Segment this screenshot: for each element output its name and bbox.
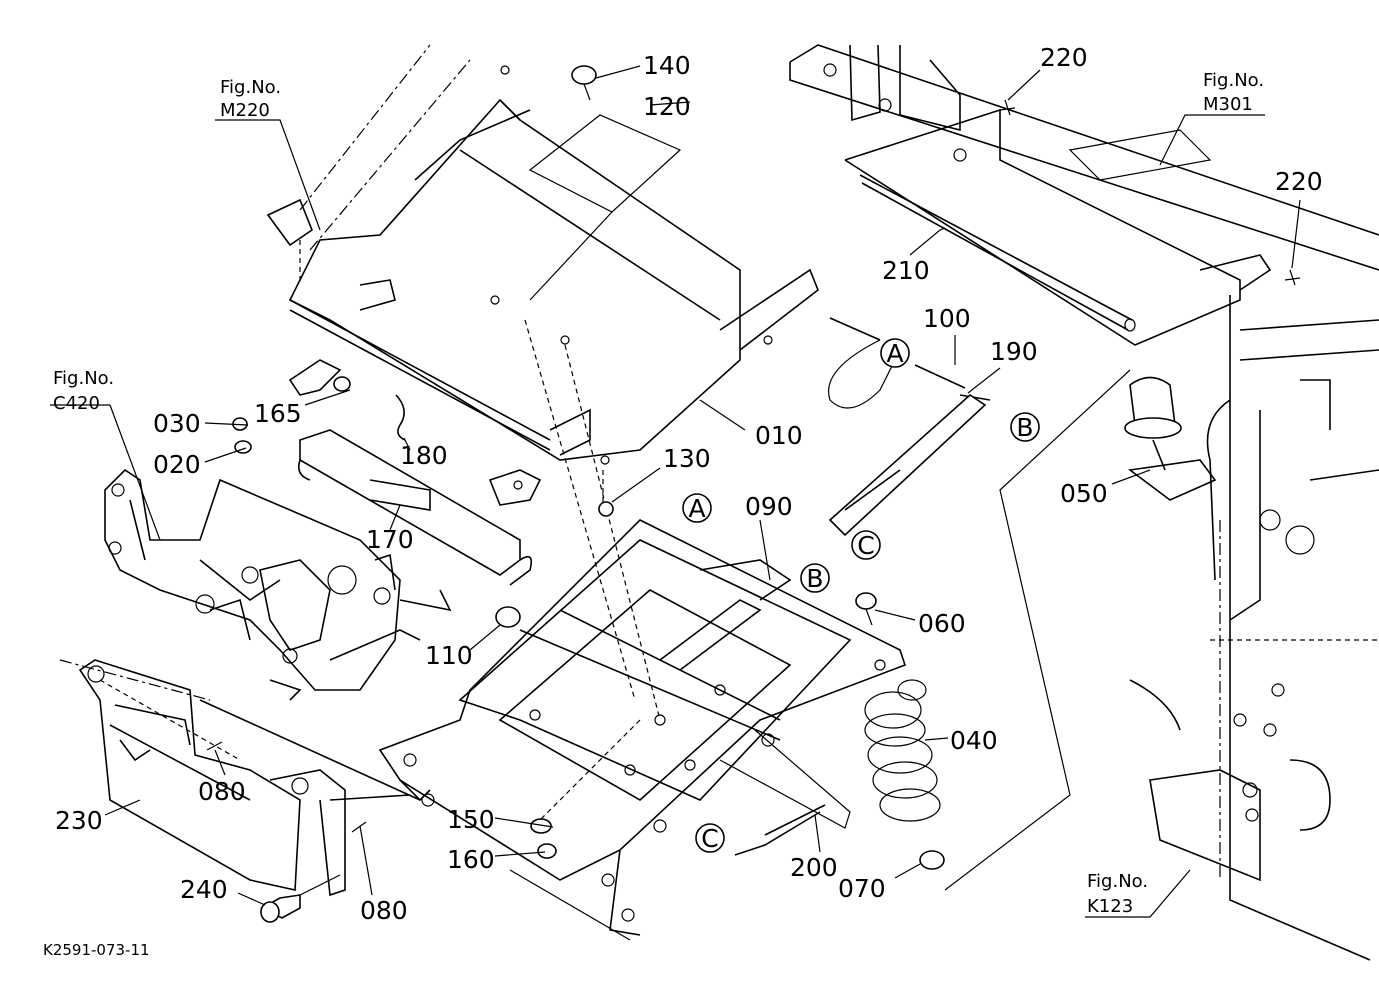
bolt-240 bbox=[260, 894, 301, 923]
connector-label: B bbox=[806, 564, 823, 593]
part-label-150: 150 bbox=[447, 805, 495, 834]
part-label-020: 020 bbox=[153, 450, 201, 479]
drawing-code: K2591-073-11 bbox=[43, 941, 150, 959]
part-label-090: 090 bbox=[745, 492, 793, 521]
screw-140 bbox=[571, 65, 597, 85]
fig-ref-m301-line2: M301 bbox=[1203, 94, 1253, 115]
part-label-170: 170 bbox=[366, 525, 414, 554]
connector-letters: A A B B C C bbox=[688, 339, 1033, 853]
fig-ref-c420-line2: C420 bbox=[53, 393, 100, 414]
leader-lines bbox=[50, 65, 1301, 918]
part-label-080: 080 bbox=[360, 896, 408, 925]
connector-label: C bbox=[701, 824, 718, 853]
fig-ref-k123-line1: Fig.No. bbox=[1087, 871, 1148, 892]
part-label-070: 070 bbox=[838, 874, 886, 903]
part-label-030: 030 bbox=[153, 409, 201, 438]
bushing-070 bbox=[919, 850, 945, 870]
chassis-frame bbox=[789, 44, 1379, 961]
cap-110 bbox=[495, 606, 521, 628]
connector-c-lower bbox=[695, 823, 725, 853]
figure-references: Fig.No. M220 Fig.No. M301 Fig.No. C420 F… bbox=[53, 70, 1264, 917]
part-label-190: 190 bbox=[990, 337, 1038, 366]
fig-ref-m301-line1: Fig.No. bbox=[1203, 70, 1264, 91]
part-label-010: 010 bbox=[755, 421, 803, 450]
connector-a-upper bbox=[880, 338, 910, 368]
pin-080a bbox=[206, 741, 223, 751]
spring-100 bbox=[828, 317, 991, 409]
bolt-060 bbox=[855, 592, 877, 610]
part-label-040: 040 bbox=[950, 726, 998, 755]
pin-220a bbox=[999, 99, 1016, 116]
fig-ref-c420-line1: Fig.No. bbox=[53, 368, 114, 389]
part-number-labels: 010 020 030 040 050 060 070 080 080 090 … bbox=[55, 43, 1323, 925]
left-mechanism-c420 bbox=[104, 468, 452, 701]
washer-165 bbox=[333, 376, 351, 392]
part-label-130: 130 bbox=[663, 444, 711, 473]
connector-b-upper bbox=[1010, 412, 1040, 442]
m220-frame-block bbox=[266, 44, 510, 285]
part-label-120: 120 bbox=[643, 92, 691, 121]
part-label-060: 060 bbox=[918, 609, 966, 638]
part-label-080: 080 bbox=[198, 777, 246, 806]
section-planes bbox=[509, 114, 1212, 941]
seat-plate-010 bbox=[288, 98, 819, 506]
connector-markers bbox=[682, 338, 1040, 853]
pin-220b bbox=[1284, 269, 1301, 286]
washer-150 bbox=[530, 818, 552, 834]
connector-label: C bbox=[857, 531, 874, 560]
spring-200 bbox=[734, 804, 826, 856]
part-label-165: 165 bbox=[254, 399, 302, 428]
fig-ref-k123-line2: K123 bbox=[1087, 896, 1133, 917]
part-label-200: 200 bbox=[790, 853, 838, 882]
fig-ref-m220-line2: M220 bbox=[220, 100, 270, 121]
connector-a-lower bbox=[682, 493, 712, 523]
ball-130 bbox=[598, 501, 614, 517]
connector-label: A bbox=[886, 339, 903, 368]
part-label-230: 230 bbox=[55, 806, 103, 835]
part-label-210: 210 bbox=[882, 256, 930, 285]
bracket-170 bbox=[297, 429, 533, 586]
knob-050 bbox=[1124, 376, 1217, 501]
spring-040 bbox=[864, 679, 941, 822]
slide-rail-090 bbox=[378, 519, 907, 936]
spring-180 bbox=[395, 394, 406, 441]
connector-label: B bbox=[1016, 413, 1033, 442]
part-label-220: 220 bbox=[1040, 43, 1088, 72]
part-label-110: 110 bbox=[425, 641, 473, 670]
part-label-050: 050 bbox=[1060, 479, 1108, 508]
rod-210 bbox=[859, 174, 1136, 332]
part-label-140: 140 bbox=[643, 51, 691, 80]
connector-b-lower bbox=[800, 563, 830, 593]
connector-label: A bbox=[688, 494, 705, 523]
fig-ref-m220-line1: Fig.No. bbox=[220, 77, 281, 98]
nut-160 bbox=[537, 843, 557, 859]
alignment-lines bbox=[524, 319, 661, 821]
part-label-220: 220 bbox=[1275, 167, 1323, 196]
part-label-160: 160 bbox=[447, 845, 495, 874]
connector-c-upper bbox=[851, 530, 881, 560]
pin-080b bbox=[351, 821, 367, 833]
part-label-240: 240 bbox=[180, 875, 228, 904]
part-label-100: 100 bbox=[923, 304, 971, 333]
part-label-180: 180 bbox=[400, 441, 448, 470]
lever-190 bbox=[828, 393, 987, 537]
bracket-230 bbox=[59, 659, 421, 897]
